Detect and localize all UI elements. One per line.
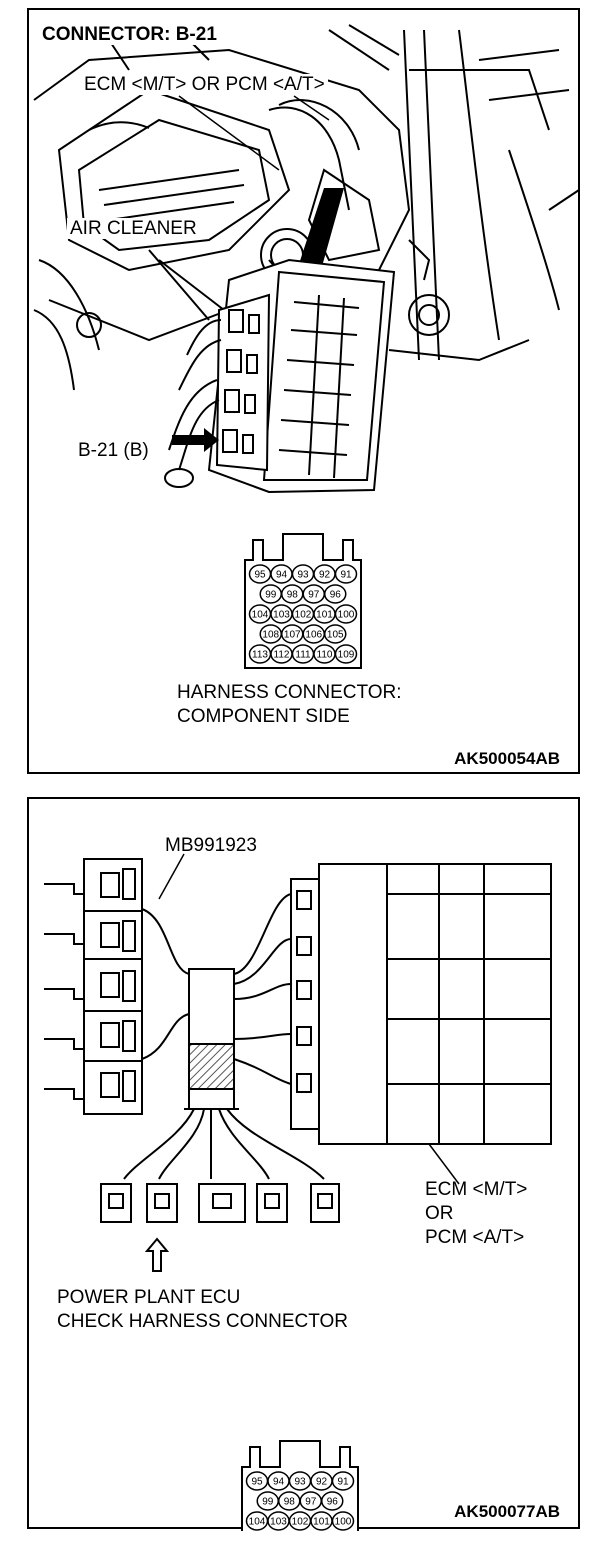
pin-label: 98 (287, 590, 299, 601)
figure-code: AK500077AB (454, 1502, 560, 1521)
pin-label: 103 (270, 1517, 287, 1528)
figure-code: AK500054AB (454, 749, 560, 768)
pin-label: 113 (252, 650, 268, 661)
check-connector-line-1: POWER PLANT ECU (57, 1287, 241, 1308)
pinout-face: 95 94 93 92 91 99 98 97 96 104 103 102 101 100 108 107 1… (244, 533, 362, 669)
caption-line-1: HARNESS CONNECTOR: (177, 682, 402, 703)
pin-label: 102 (292, 1517, 309, 1528)
pin-96 (321, 1491, 344, 1511)
ecm-label: ECM <M/T> OR PCM <A/T> (81, 74, 328, 95)
pin-91 (334, 564, 358, 584)
pin-label: 109 (338, 650, 355, 661)
figure-title: CONNECTOR: B-21 (39, 24, 220, 45)
connector-callout: B-21 (B) (75, 440, 152, 461)
pin-label: 103 (273, 610, 290, 621)
pinout-face: 9594939291999897961041031021011001081071… (241, 1440, 359, 1531)
ecm-label-line-2: OR (425, 1203, 454, 1224)
pin-label: 105 (327, 630, 344, 641)
pin-96 (324, 584, 347, 604)
pin-label: 92 (319, 570, 331, 581)
connector-pinout-2: 9594939291999897961041031021011001081071… (241, 1440, 359, 1531)
pin-label: 100 (335, 1517, 352, 1528)
pin-label: 101 (313, 1517, 330, 1528)
pin-label: 97 (308, 590, 320, 601)
pin-100 (334, 604, 358, 624)
connector-pinout: 95 94 93 92 91 99 98 97 96 104 103 102 101 100 108 107 1… (244, 533, 362, 669)
pin-label: 91 (337, 1477, 349, 1488)
pin-label: 94 (276, 570, 288, 581)
pin-109 (334, 644, 358, 664)
check-harness-illustration (44, 853, 552, 1272)
pin-label: 91 (340, 570, 352, 581)
pin-label: 93 (294, 1477, 306, 1488)
check-harness-figure: MB991923 ECM <M/T> OR PCM <A/T> POWER PL… (27, 797, 580, 1531)
pin-label: 99 (265, 590, 277, 601)
engine-bay-illustration (33, 24, 580, 494)
ecm-label-line-1: ECM <M/T> (425, 1179, 528, 1200)
ecm-label-line-3: PCM <A/T> (425, 1227, 525, 1248)
pin-label: 108 (262, 630, 279, 641)
pin-label: 100 (338, 610, 355, 621)
pin-label: 97 (305, 1497, 317, 1508)
pin-label: 104 (249, 1517, 266, 1528)
connector-b21-figure: CONNECTOR: B-21 ECM <M/T> OR PCM <A/T> A… (27, 8, 580, 774)
pin-105 (324, 624, 347, 644)
pin-label: 94 (273, 1477, 285, 1488)
check-connector-line-2: CHECK HARNESS CONNECTOR (57, 1311, 349, 1332)
pin-label: 98 (284, 1497, 296, 1508)
pin-label: 95 (254, 570, 266, 581)
pin-label: 102 (295, 610, 312, 621)
pin-label: 107 (284, 630, 301, 641)
pin-label: 99 (262, 1497, 274, 1508)
pin-label: 110 (317, 650, 333, 661)
air-cleaner-label: AIR CLEANER (67, 218, 200, 239)
pin-label: 112 (274, 650, 290, 661)
pin-label: 111 (295, 650, 311, 661)
caption-line-2: COMPONENT SIDE (177, 706, 350, 727)
pin-label: 92 (316, 1477, 328, 1488)
pin-label: 93 (297, 570, 309, 581)
pin-label: 101 (316, 610, 333, 621)
pin-100 (331, 1511, 355, 1531)
pin-label: 96 (330, 590, 342, 601)
pin-label: 95 (251, 1477, 263, 1488)
pin-label: 96 (327, 1497, 339, 1508)
pin-label: 106 (305, 630, 322, 641)
tool-label: MB991923 (165, 835, 257, 856)
pin-91 (331, 1471, 355, 1491)
pin-label: 104 (252, 610, 269, 621)
